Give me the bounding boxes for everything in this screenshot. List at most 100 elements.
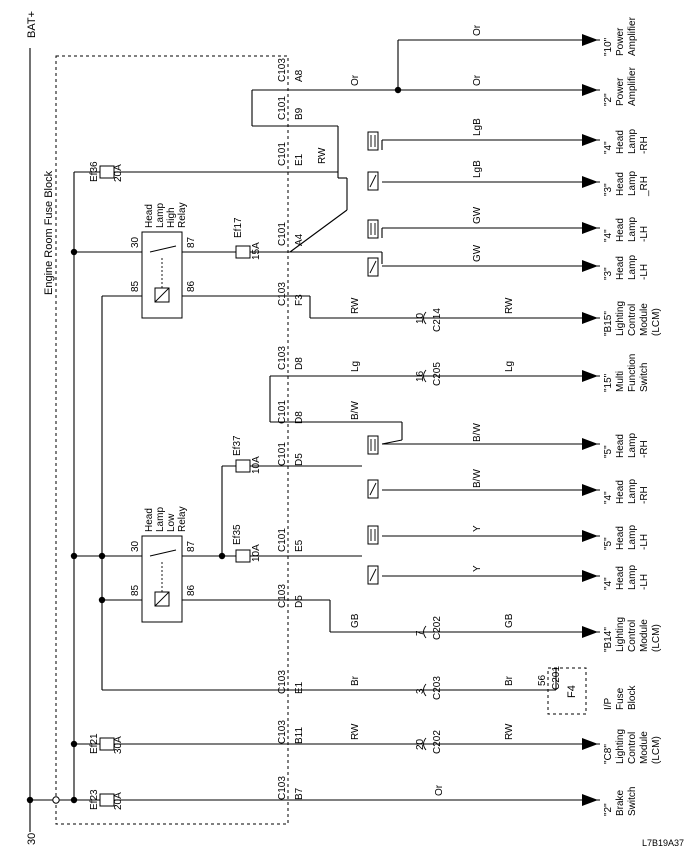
destination-line: Switch (627, 787, 638, 816)
junction-dots (26, 86, 402, 804)
destination-line: Head (615, 172, 626, 196)
inline-connector-pin: 20 (415, 738, 426, 750)
wire-color: Lg (504, 361, 515, 372)
relay-pin: 85 (130, 280, 141, 292)
inline-connector-id: C205 (432, 362, 443, 386)
connector-id: C101 (277, 400, 288, 424)
destination-pin: "2" (603, 803, 614, 816)
wire-color: GB (504, 613, 515, 628)
inline-connectors: 10 C214 16 C205 7 C202 3 C203 20 C202 (415, 308, 443, 754)
ip-pin: 56 (537, 674, 548, 686)
destination-line: -LH (639, 574, 650, 590)
fuse-ef17: Ef17 15A (233, 217, 262, 260)
destination-line: Head (615, 130, 626, 154)
inline-connector-id: C203 (432, 676, 443, 700)
connector-pin: E1 (294, 153, 305, 166)
relay-label-line: Head (144, 204, 155, 228)
wire-color: Or (350, 74, 361, 86)
fuse-name: Ef35 (232, 524, 243, 545)
relay-label-line: Low (166, 513, 177, 532)
wire-color: RW (504, 723, 515, 740)
destination-pin: "3" (603, 183, 614, 196)
inline-connector-pin: 7 (415, 630, 426, 636)
relay-label-line: Lamp (155, 203, 166, 228)
connector-pin: B11 (294, 727, 305, 744)
fuse-rating: 10A (251, 456, 262, 474)
relay-pin: 30 (130, 236, 141, 248)
relay-pin: 85 (130, 584, 141, 596)
lamp-switch-symbols (367, 131, 379, 585)
destination-line: Power (615, 27, 626, 56)
destination-line: (LCM) (651, 736, 662, 764)
destination-line: Lamp (627, 565, 638, 590)
fuse-ef35: Ef35 10A (232, 524, 262, 563)
destination-arrows (582, 34, 598, 806)
destination-line: Control (627, 732, 638, 764)
inline-connector-id: C202 (432, 616, 443, 640)
relay-label-line: Relay (177, 202, 188, 228)
destination-pin: "3" (603, 267, 614, 280)
destination-line: Control (627, 304, 638, 336)
connector-pin: F3 (294, 294, 305, 306)
inline-connector-pin: 16 (415, 370, 426, 382)
destination-line: Brake (615, 789, 626, 816)
wire-color: RW (317, 147, 328, 164)
destination-line: -LH (639, 226, 650, 242)
destination-line: Lamp (627, 129, 638, 154)
destination-line: Function (627, 354, 638, 392)
wire-color: LgB (472, 160, 483, 178)
destination-line: -RH (639, 136, 650, 154)
relay-label-line: Relay (177, 506, 188, 532)
destination-pin: "5" (603, 445, 614, 458)
connector-pin: B9 (294, 107, 305, 120)
supply-top-label: BAT+ (26, 11, 38, 38)
fuse-rating: 10A (251, 544, 262, 562)
engine-room-fuse-block-outline (55, 55, 289, 825)
destination-pin: "B15" (603, 311, 614, 336)
ip-line: I/P (603, 697, 614, 710)
inline-connector-id: C214 (432, 308, 443, 332)
relay-label-line: High (166, 207, 177, 228)
connector-pin: D8 (294, 357, 305, 370)
destination-line: Head (615, 480, 626, 504)
fuse-ef21: Ef21 30A (89, 733, 124, 754)
connector-id: C101 (277, 442, 288, 466)
connector-pin: A8 (294, 69, 305, 82)
destination-line: Head (615, 566, 626, 590)
destination-line: Lamp (627, 217, 638, 242)
fuse-name: Ef37 (232, 435, 243, 456)
connector-id: C103 (277, 346, 288, 370)
relay-label-line: Head (144, 508, 155, 532)
connector-id: C101 (277, 528, 288, 552)
wires (29, 39, 600, 832)
diagram-id: L7B19A37 (642, 838, 684, 848)
connector-id: C103 (277, 282, 288, 306)
inline-connector-pin: 3 (415, 688, 426, 694)
destination-pin: "4" (603, 141, 614, 154)
wire-color: Y (472, 565, 483, 572)
destination-line: Amplifier (627, 16, 638, 56)
connector-pin: D5 (294, 595, 305, 608)
wire-color: B/W (472, 469, 483, 488)
destination-line: Lamp (627, 255, 638, 280)
connector-id: C103 (277, 584, 288, 608)
relay-pin: 86 (186, 584, 197, 596)
destination-line: Module (639, 619, 650, 652)
destination-line: Lighting (615, 617, 626, 652)
relay-pin: 87 (186, 540, 197, 552)
wire-color: RW (504, 297, 515, 314)
destination-line: Lighting (615, 301, 626, 336)
wire-color: B/W (472, 423, 483, 442)
inline-connector-id: C202 (432, 730, 443, 754)
relay-pin: 30 (130, 540, 141, 552)
supply-bottom-label: 30 (26, 833, 38, 845)
ip-line: Block (627, 685, 638, 710)
ip-fuse-block: 56 C201 F4 I/P Fuse Block (537, 666, 638, 715)
destination-pin: "4" (603, 491, 614, 504)
wire-color: Or (472, 24, 483, 36)
relay-pin: 87 (186, 236, 197, 248)
connector-id: C103 (277, 58, 288, 82)
destination-pin: "C8" (603, 744, 614, 764)
destination-pin: "15" (603, 373, 614, 392)
destination-line: Module (639, 731, 650, 764)
